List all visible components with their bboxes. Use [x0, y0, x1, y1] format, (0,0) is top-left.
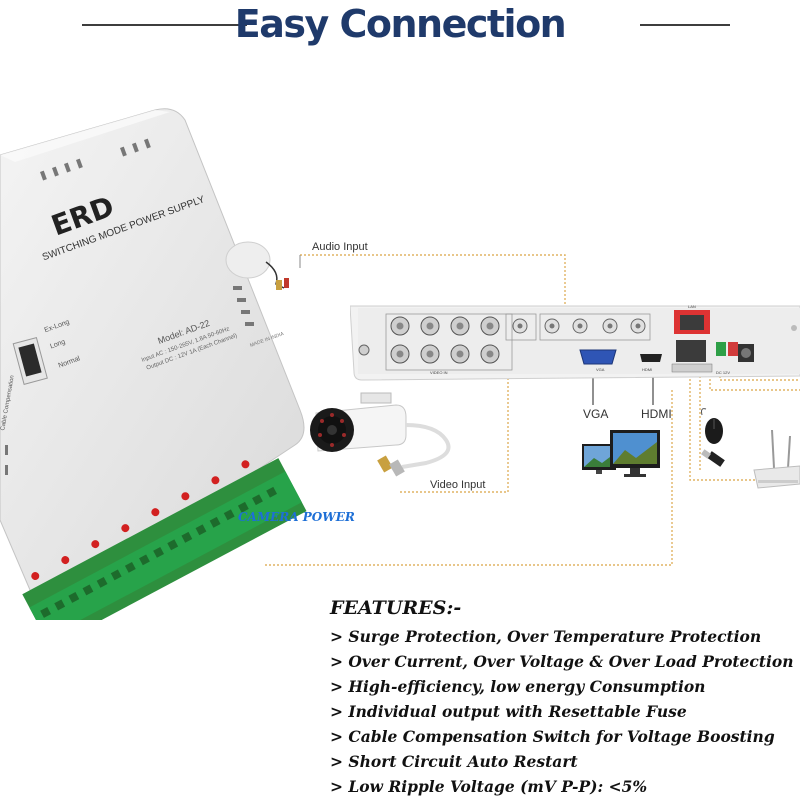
- monitor-icon: [582, 430, 660, 477]
- router-icon: [753, 430, 800, 489]
- audio-input-label: Audio Input: [312, 241, 368, 253]
- feature-item: Over Current, Over Voltage & Over Load P…: [330, 649, 793, 674]
- feature-item: Cable Compensation Switch for Voltage Bo…: [330, 724, 794, 749]
- video-input-label: Video Input: [430, 479, 486, 491]
- dvr-vga-port-label: VGA: [596, 367, 605, 372]
- header-rule-left: [82, 24, 247, 26]
- features-list: Surge Protection, Over Temperature Prote…: [330, 624, 794, 799]
- feature-item: Surge Protection, Over Temperature Prote…: [330, 624, 794, 649]
- microphone-icon: [225, 241, 289, 290]
- dvr-power-label: DC 12V: [716, 370, 730, 375]
- page-title: Easy Connection: [234, 2, 567, 46]
- dvr-hdmi-port-label: HDMI: [642, 367, 652, 372]
- camera-power-label: CAMERA POWER: [238, 510, 355, 524]
- dvr-lan-label: LAN: [688, 304, 696, 309]
- feature-item: Low Ripple Voltage (mV P-P): <5%: [330, 774, 794, 799]
- header-rule-right: [640, 24, 730, 26]
- dvr-device: VIDEO IN VGA HDMI LAN DC 12V: [350, 304, 800, 381]
- feature-item: High-efficiency, low energy Consumption: [330, 674, 794, 699]
- hdmi-label: HDMI: [641, 407, 672, 421]
- power-supply-unit: [0, 108, 307, 620]
- mouse-icon: [701, 408, 725, 467]
- dvr-video-in-label: VIDEO IN: [430, 370, 448, 375]
- feature-item: Individual output with Resettable Fuse: [330, 699, 794, 724]
- features-heading: FEATURES:-: [330, 597, 462, 619]
- feature-item: Short Circuit Auto Restart: [330, 749, 794, 774]
- vga-label: VGA: [583, 407, 609, 421]
- camera-icon: [310, 392, 451, 477]
